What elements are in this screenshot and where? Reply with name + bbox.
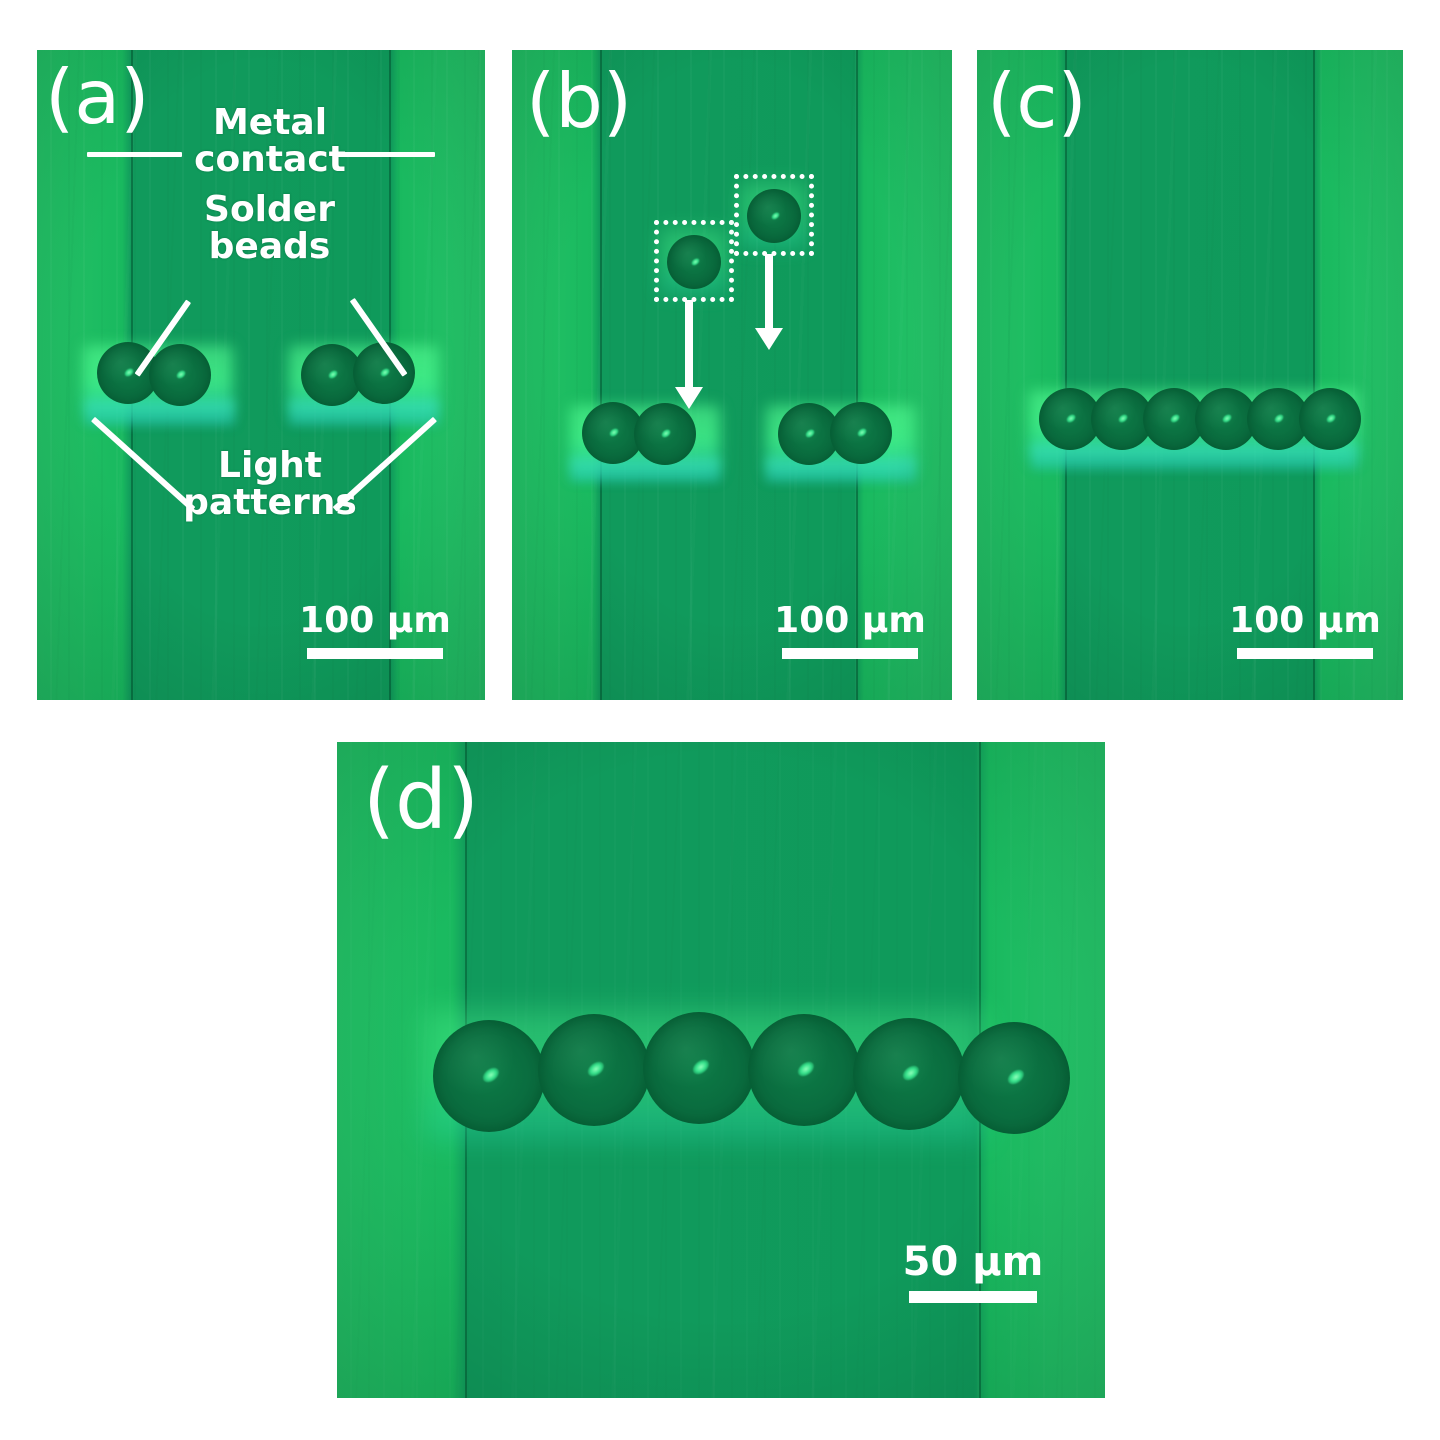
panel-b-vignette [512, 50, 952, 700]
panel-c-channel-edge-right [1313, 50, 1315, 700]
scalebar-d-bar [909, 1291, 1037, 1303]
panel-c-substrate [977, 50, 1403, 700]
solder-bead [433, 1020, 545, 1132]
solder-bead [301, 344, 363, 406]
solder-bead [582, 402, 644, 464]
arrow-head-right [755, 328, 783, 350]
solder-bead [958, 1022, 1070, 1134]
scalebar-b: 100 µm [770, 603, 930, 659]
solder-bead [1195, 388, 1257, 450]
solder-bead [643, 1012, 755, 1124]
solder-bead [748, 1014, 860, 1126]
panel-c-label: (c) [987, 57, 1087, 145]
panel-c-channel-edge-left [1065, 50, 1067, 700]
panel-b-channel-edge-left [600, 50, 602, 700]
panel-c-vignette [977, 50, 1403, 700]
solder-bead [830, 402, 892, 464]
panel-c: (c) 100 µm [977, 50, 1403, 700]
scalebar-c: 100 µm [1225, 603, 1385, 659]
light-pattern-band-left [85, 400, 235, 426]
metal-contact-leader-left [87, 152, 182, 157]
annotation-light-patterns-line1: Light [218, 445, 322, 486]
annotation-solder-beads-line1: Solder [204, 189, 335, 230]
solder-bead [1039, 388, 1101, 450]
solder-bead [1091, 388, 1153, 450]
scalebar-d-text: 50 µm [902, 1239, 1044, 1285]
panel-b-striations [512, 50, 952, 700]
arrow-shaft-left [685, 300, 693, 393]
scalebar-c-bar [1237, 648, 1373, 659]
annotation-solder-beads-line2: beads [208, 225, 331, 267]
panel-d: (d) 50 µm [337, 742, 1105, 1398]
light-pattern-band-left [570, 458, 720, 482]
panel-d-label: (d) [363, 753, 480, 848]
solder-bead [1143, 388, 1205, 450]
solder-bead [1247, 388, 1309, 450]
panel-b-substrate [512, 50, 952, 700]
panel-b-label: (b) [526, 57, 633, 145]
annotation-light-patterns: Light patterns [145, 445, 395, 523]
panel-b: (b) 100 µm [512, 50, 952, 700]
solder-bead [1299, 388, 1361, 450]
panel-b-striations-fine [512, 50, 952, 700]
solder-bead [149, 344, 211, 406]
panel-a-label: (a) [45, 53, 150, 141]
scalebar-a: 100 µm [295, 603, 455, 659]
annotation-solder-beads: Solder beads [157, 189, 382, 267]
panel-a-vignette [37, 50, 485, 700]
solder-bead [667, 235, 721, 289]
scalebar-b-text: 100 µm [774, 600, 926, 641]
panel-c-striations [977, 50, 1403, 700]
scalebar-a-bar [307, 648, 443, 659]
scalebar-d: 50 µm [897, 1242, 1049, 1303]
light-pattern-band-right [766, 458, 916, 482]
dotted-box-bead-left [654, 220, 734, 302]
panel-d-vignette [337, 742, 1105, 1398]
solder-bead [634, 403, 696, 465]
annotation-metal-contact: Metal contact [165, 102, 375, 180]
solder-bead [747, 189, 801, 243]
scalebar-a-text: 100 µm [299, 600, 451, 641]
light-pattern-band-right [289, 400, 439, 426]
annotation-metal-contact-line2: contact [194, 138, 346, 180]
panel-b-channel-edge-right [856, 50, 858, 700]
annotation-light-patterns-line2: patterns [183, 481, 357, 523]
annotation-metal-contact-line1: Metal [212, 102, 328, 143]
arrow-shaft-right [765, 254, 773, 334]
scalebar-c-text: 100 µm [1229, 600, 1381, 641]
dotted-box-bead-right [734, 174, 814, 256]
panel-c-striations-fine [977, 50, 1403, 700]
light-pattern-band-row [1031, 444, 1357, 470]
arrow-head-left [675, 387, 703, 409]
scalebar-b-bar [782, 648, 918, 659]
panel-a: (a) Metal contact Solder beads Light pat… [37, 50, 485, 700]
solder-bead [778, 403, 840, 465]
metal-contact-leader-right [337, 152, 435, 157]
solder-bead [538, 1014, 650, 1126]
solder-bead [853, 1018, 965, 1130]
